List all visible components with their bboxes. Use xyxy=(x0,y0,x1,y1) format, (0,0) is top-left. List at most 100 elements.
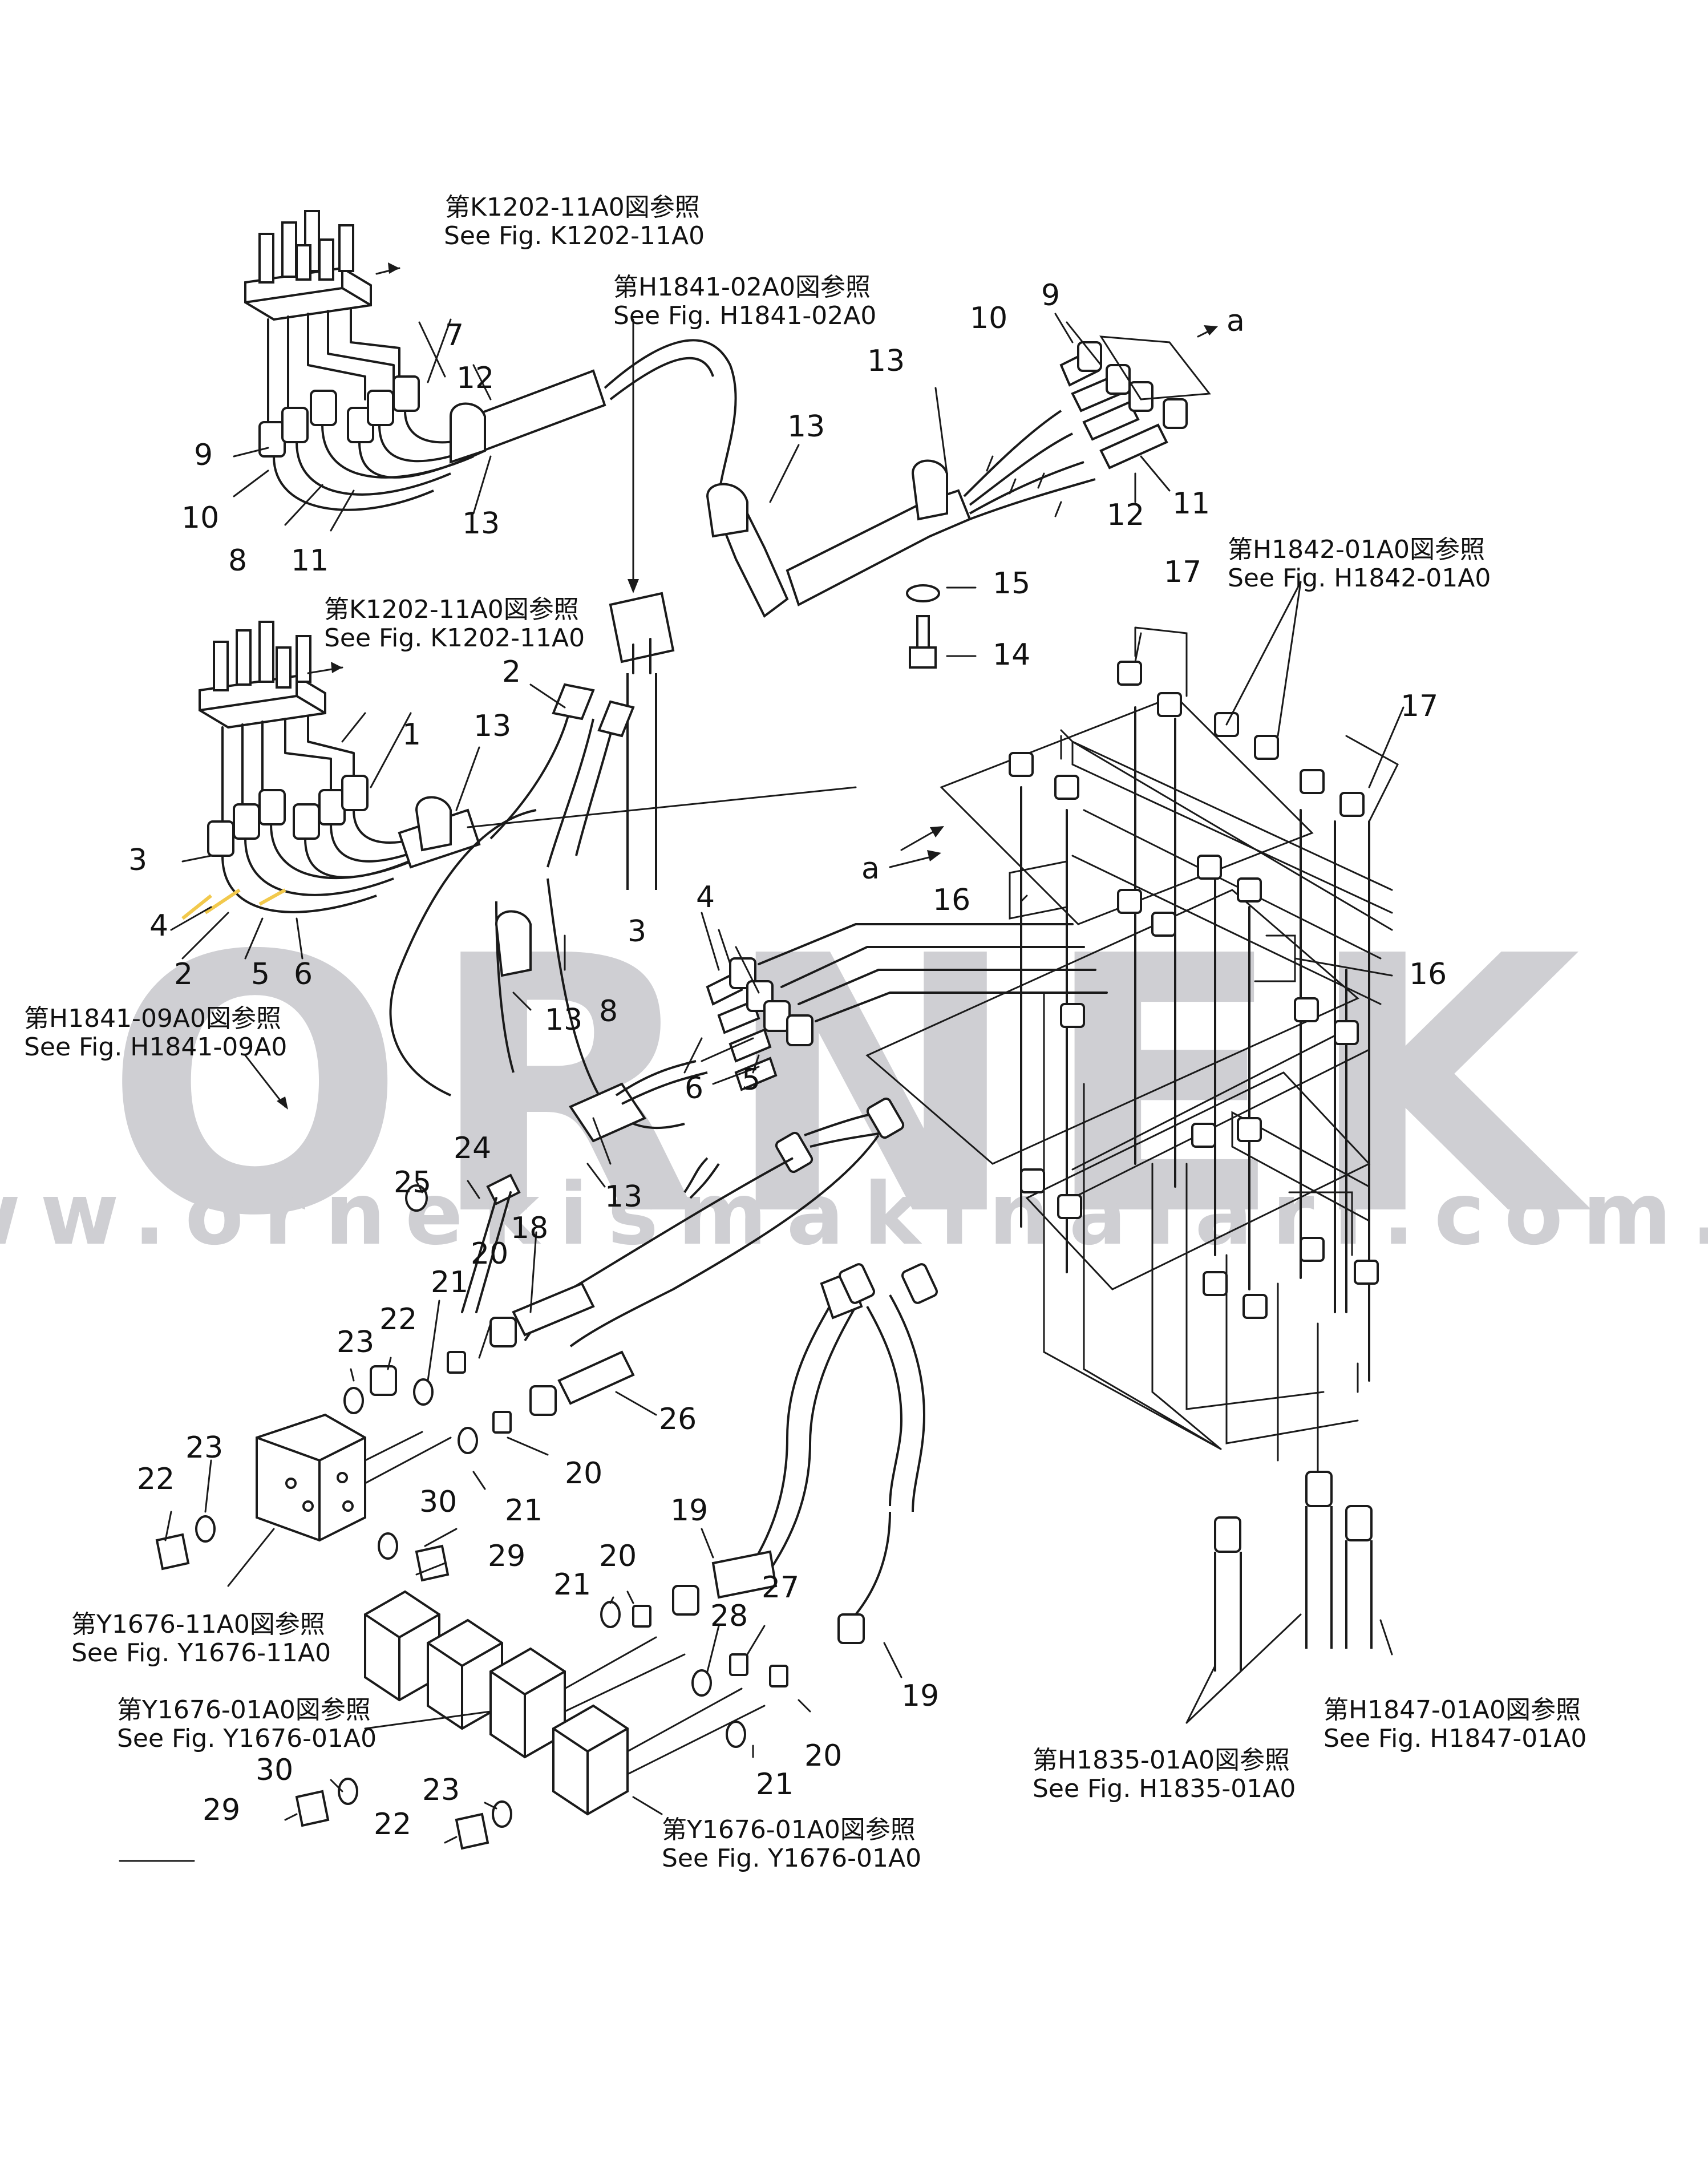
part-number-label: 24 xyxy=(454,1131,491,1165)
ref-jp: 第H1841-09A0図参照 xyxy=(24,1004,281,1033)
part-number-label: 11 xyxy=(1172,487,1210,521)
ref-en: See Fig. Y1676-01A0 xyxy=(117,1724,377,1753)
part-number-label: 29 xyxy=(488,1539,525,1573)
ref-en: See Fig. K1202-11A0 xyxy=(444,221,705,250)
part-number-label: 8 xyxy=(228,544,247,578)
ref-en: See Fig. H1841-02A0 xyxy=(613,301,876,330)
upper-right-hose-bundle xyxy=(706,335,1211,669)
part-number-label: 29 xyxy=(203,1793,240,1827)
part-number-label: 16 xyxy=(1409,957,1447,992)
part-number-label: 21 xyxy=(553,1568,591,1602)
leader-lines xyxy=(164,262,1405,1844)
part-number-label: 16 xyxy=(933,883,970,917)
part-number-label: 2 xyxy=(174,957,193,992)
part-number-label: 13 xyxy=(545,1003,582,1037)
part-number-label: 30 xyxy=(256,1753,293,1787)
part-number-label: 30 xyxy=(419,1485,457,1519)
part-number-label: 20 xyxy=(599,1539,637,1573)
lower-hoses xyxy=(489,1097,938,1644)
part-number-label: 5 xyxy=(742,1063,760,1097)
part-number-label: 20 xyxy=(565,1456,602,1491)
part-number-label: 10 xyxy=(970,301,1007,335)
part-number-label: 11 xyxy=(291,544,329,578)
part-number-label: 22 xyxy=(379,1302,417,1337)
part-number-label: 10 xyxy=(181,501,219,535)
lower-left-valve-assembly xyxy=(181,621,481,920)
part-number-label: 25 xyxy=(394,1165,431,1200)
ref-jp: 第K1202-11A0図参照 xyxy=(324,595,579,624)
ref-jp: 第H1847-01A0図参照 xyxy=(1324,1695,1581,1725)
part-number-label: 7 xyxy=(445,318,464,353)
ref-jp: 第Y1676-01A0図参照 xyxy=(662,1815,916,1844)
callout-a-lower: a xyxy=(861,852,880,886)
part-number-label: 27 xyxy=(762,1571,799,1605)
ref-jp: 第H1842-01A0図参照 xyxy=(1228,535,1485,564)
part-number-label: 4 xyxy=(696,880,715,914)
part-number-label: 28 xyxy=(710,1599,748,1633)
lower-valve-block xyxy=(256,1413,452,1542)
ref-jp: 第K1202-11A0図参照 xyxy=(445,193,700,222)
part-number-label: 2 xyxy=(502,655,521,689)
center-valve-hoses xyxy=(389,592,708,1143)
ref-jp: 第H1835-01A0図参照 xyxy=(1033,1746,1290,1775)
part-number-label: 6 xyxy=(685,1071,703,1106)
part-number-label: 12 xyxy=(1107,498,1144,532)
part-number-label: 19 xyxy=(901,1679,939,1713)
part-number-label: 17 xyxy=(1401,689,1438,723)
part-number-label: 8 xyxy=(599,994,618,1029)
part-number-label: 5 xyxy=(251,957,270,992)
watermark: ORNEK www.ornekismakinalari.com.tr xyxy=(0,882,1708,1293)
bottom-valve-blocks xyxy=(364,1590,766,1816)
part-number-label: 13 xyxy=(462,507,500,541)
part-number-label: 13 xyxy=(473,709,511,743)
part-number-label: 14 xyxy=(993,638,1030,672)
right-pipe-frame xyxy=(865,626,1399,1672)
part-number-label: 23 xyxy=(337,1325,374,1359)
part-number-label: 9 xyxy=(1041,278,1060,313)
ref-en: See Fig. H1835-01A0 xyxy=(1033,1774,1296,1803)
part-number-label: 9 xyxy=(194,438,213,472)
watermark-url: www.ornekismakinalari.com.tr xyxy=(0,1165,1708,1264)
part-number-label: 22 xyxy=(137,1462,175,1496)
ref-jp: 第Y1676-11A0図参照 xyxy=(71,1610,325,1639)
small-fittings xyxy=(155,1173,788,1850)
part-number-label: 23 xyxy=(185,1431,223,1465)
part-number-label: 21 xyxy=(756,1767,794,1802)
pilot-line-center xyxy=(467,786,857,828)
ref-en: See Fig. Y1676-01A0 xyxy=(662,1844,921,1873)
part-number-label: 17 xyxy=(1164,555,1201,589)
part-number-label: 20 xyxy=(804,1739,842,1773)
ref-jp: 第Y1676-01A0図参照 xyxy=(117,1695,371,1725)
part-number-label: 3 xyxy=(628,914,646,949)
part-number-label: 13 xyxy=(787,410,825,444)
part-number-label: 20 xyxy=(471,1237,508,1271)
part-number-label: 6 xyxy=(294,957,313,992)
part-number-label: 22 xyxy=(374,1807,411,1842)
part-number-label: 18 xyxy=(511,1211,548,1245)
part-number-label: 12 xyxy=(456,361,494,395)
callout-a: a a xyxy=(861,304,1245,886)
part-number-label: 26 xyxy=(659,1402,697,1436)
part-number-label: 19 xyxy=(670,1494,708,1528)
part-number-label: 3 xyxy=(128,843,147,877)
part-number-label: 23 xyxy=(422,1773,460,1807)
upper-left-valve-assembly xyxy=(244,210,606,511)
reference-notes: 第K1202-11A0図参照 See Fig. K1202-11A0 第H184… xyxy=(24,193,1586,1873)
ref-en: See Fig. H1847-01A0 xyxy=(1324,1724,1586,1753)
part-number-label: 21 xyxy=(431,1265,468,1300)
middle-fittings xyxy=(701,923,1108,1091)
ref-en: See Fig. Y1676-11A0 xyxy=(71,1638,331,1668)
part-number-label: 13 xyxy=(605,1180,642,1214)
part-number-label: 15 xyxy=(993,566,1030,601)
ref-en: See Fig. H1841-09A0 xyxy=(24,1033,287,1062)
part-number-labels: 7 12 9 10 8 11 13 9 10 13 13 12 11 15 14… xyxy=(128,278,1447,1842)
ref-jp: 第H1841-02A0図参照 xyxy=(613,273,871,302)
part-number-label: 4 xyxy=(149,909,168,943)
ref-en: See Fig. H1842-01A0 xyxy=(1228,564,1491,593)
ref-en: See Fig. K1202-11A0 xyxy=(324,624,585,653)
part-number-label: 13 xyxy=(867,344,905,378)
callout-a-upper: a xyxy=(1227,304,1245,338)
hose-upper-route xyxy=(604,339,737,503)
part-number-label: 21 xyxy=(505,1494,543,1528)
